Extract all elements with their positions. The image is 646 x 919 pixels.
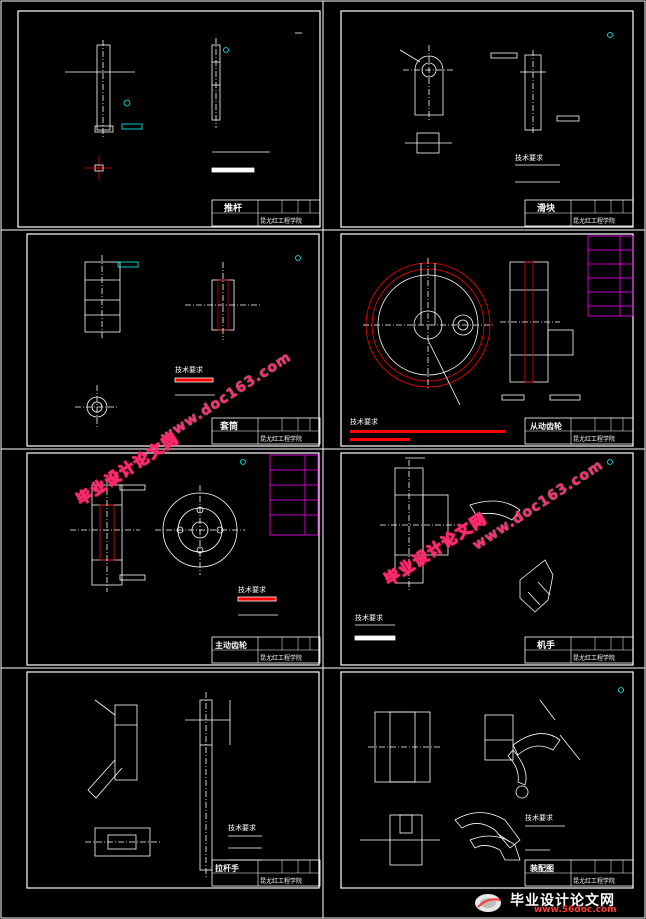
school-name-5: 昆尤红工程学院 — [260, 654, 302, 662]
notes-heading-6: 技术要求 — [355, 613, 383, 622]
panel-6-drawing — [354, 457, 613, 641]
panel-3-drawing — [75, 255, 301, 428]
school-name-3: 昆尤红工程学院 — [260, 435, 302, 443]
panel-8-title-block: 装配图 昆尤红工程学院 技术要求 — [524, 813, 634, 887]
panel-7-drawing — [85, 692, 262, 878]
part-name-3: 套筒 — [220, 420, 238, 432]
school-name-2: 昆尤红工程学院 — [573, 217, 615, 225]
panel-1-drawing — [65, 32, 302, 180]
panel-6-title-block: 机手 昆尤红工程学院 技术要求 — [355, 613, 634, 664]
panel-4-drawing — [350, 235, 634, 441]
school-name-8: 昆尤红工程学院 — [573, 877, 615, 885]
site-banner[interactable]: 毕业设计论文网 www.56doc.com — [472, 889, 644, 917]
notes-heading-8: 技术要求 — [525, 813, 553, 822]
panel-8-drawing — [360, 687, 624, 866]
notes-heading-7: 技术要求 — [228, 823, 256, 832]
part-name-5: 主动齿轮 — [215, 640, 247, 650]
panel-5-drawing — [70, 454, 319, 616]
panel-2-drawing — [399, 32, 613, 183]
part-name-4: 从动齿轮 — [530, 421, 562, 431]
notes-heading-5: 技术要求 — [238, 585, 266, 594]
part-name-2: 滑块 — [537, 202, 556, 214]
site-logo-icon — [475, 894, 501, 912]
panel-3-title-block: 套筒 昆尤红工程学院 技术要求 — [175, 365, 321, 445]
school-name-7: 昆尤红工程学院 — [260, 877, 302, 885]
site-banner-title: 毕业设计论文网 — [510, 893, 615, 909]
part-name-1: 推杆 — [224, 202, 242, 214]
panel-frames — [17, 10, 634, 889]
school-name-1: 昆尤红工程学院 — [260, 217, 302, 225]
school-name-4: 昆尤红工程学院 — [573, 435, 615, 443]
panel-1-title-block: 推杆 昆尤红工程学院 — [211, 199, 321, 227]
panel-7-title-block: 拉杆手 昆尤红工程学院 技术要求 — [211, 823, 321, 887]
notes-heading-4: 技术要求 — [350, 417, 378, 426]
site-banner-url[interactable]: www.56doc.com — [534, 905, 617, 915]
panel-4-title-block: 从动齿轮 昆尤红工程学院 技术要求 — [350, 417, 634, 445]
part-name-6: 机手 — [537, 639, 555, 651]
notes-heading-3: 技术要求 — [175, 365, 203, 374]
part-name-8: 装配图 — [529, 863, 554, 873]
part-name-7: 拉杆手 — [215, 863, 239, 873]
panel-2-title-block: 滑块 昆尤红工程学院 技术要求 — [515, 153, 634, 227]
notes-heading-2: 技术要求 — [515, 153, 543, 162]
school-name-6: 昆尤红工程学院 — [573, 654, 615, 662]
panel-5-title-block: 主动齿轮 昆尤红工程学院 技术要求 — [211, 585, 321, 664]
